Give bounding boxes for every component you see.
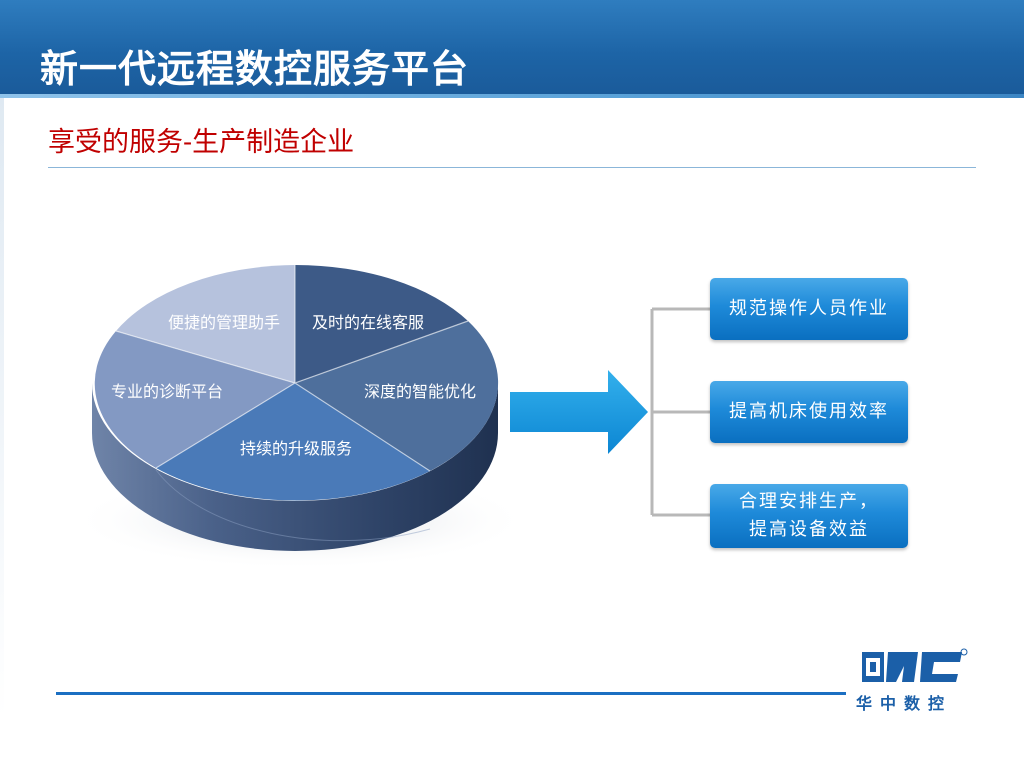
slice-smart-optimization (295, 321, 499, 471)
bracket-connector (650, 307, 710, 517)
right-arrow-icon (510, 370, 648, 454)
slice-management-assistant (116, 265, 295, 383)
benefit-text-line1: 合理安排生产， (739, 491, 879, 512)
footer-divider (56, 692, 846, 695)
slice-diagnosis-platform (94, 331, 295, 468)
pie-label-management-assistant: 便捷的管理助手 (168, 313, 280, 332)
benefit-box-scheduling: 合理安排生产， 提高设备效益 (710, 484, 908, 548)
benefit-text: 提高机床使用效率 (729, 401, 889, 422)
pie-label-online-service: 及时的在线客服 (312, 313, 424, 332)
pie-side-wall (92, 383, 498, 551)
benefit-text-line2: 提高设备效益 (749, 519, 869, 540)
pie-label-upgrade-service: 持续的升级服务 (240, 439, 352, 458)
slice-upgrade-service (156, 383, 430, 501)
logo-text: 华中数控 (856, 694, 953, 713)
subtitle-divider (48, 167, 976, 168)
title-bar: 新一代远程数控服务平台 (0, 0, 1024, 98)
slide-title: 新一代远程数控服务平台 (40, 47, 470, 91)
slide-subtitle: 享受的服务-生产制造企业 (48, 127, 355, 158)
slice-online-service (295, 264, 468, 383)
benefit-box-standardize: 规范操作人员作业 (710, 278, 908, 340)
hnc-logo (862, 648, 968, 682)
pie-label-diagnosis-platform: 专业的诊断平台 (111, 382, 223, 401)
benefit-text: 规范操作人员作业 (729, 298, 889, 319)
pie-label-smart-optimization: 深度的智能优化 (364, 382, 476, 401)
left-edge-decoration (0, 98, 4, 718)
benefit-box-efficiency: 提高机床使用效率 (710, 381, 908, 443)
